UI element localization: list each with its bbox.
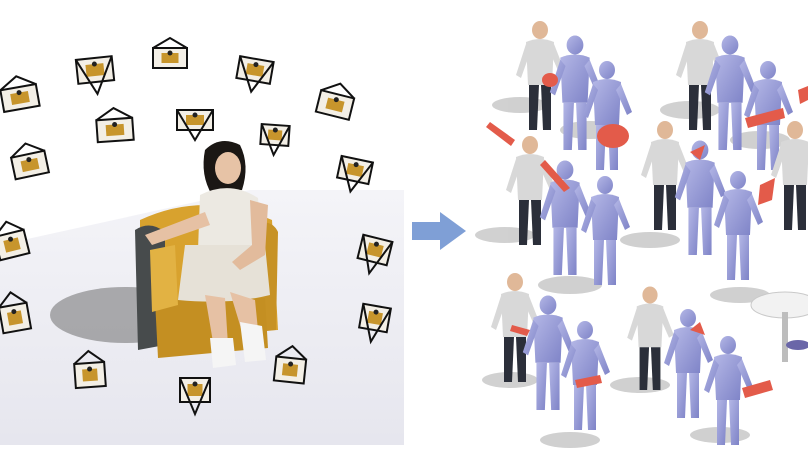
body-mesh — [664, 309, 713, 418]
transition-arrow — [412, 212, 466, 250]
round-table — [750, 291, 808, 362]
camera-frustum-icon — [259, 122, 291, 158]
camera-frustum-icon — [95, 106, 135, 144]
camera-frustum-icon — [357, 302, 393, 345]
body-mesh — [704, 35, 757, 150]
camera-frustum-icon — [73, 349, 107, 390]
interaction-objects — [486, 73, 808, 398]
human-figures — [491, 21, 808, 445]
camera-frustum-icon — [0, 291, 33, 335]
camera-frustum-icon — [335, 154, 375, 194]
camera-frustum-icon — [235, 55, 275, 94]
body-mesh — [549, 35, 602, 150]
body-mesh — [714, 171, 763, 280]
body-mesh — [539, 160, 592, 275]
body-mesh — [674, 140, 727, 255]
camera-frustum-icon — [152, 36, 188, 69]
camera-frustum-icon — [74, 55, 116, 97]
camera-frustum-icon — [179, 377, 211, 417]
body-mesh — [704, 336, 753, 445]
camera-frustum-icon — [272, 344, 308, 385]
body-mesh — [561, 321, 610, 430]
camera-frustum-icon — [0, 75, 41, 114]
person-photo — [491, 273, 540, 382]
person-photo — [676, 21, 725, 130]
person-photo — [506, 136, 555, 245]
reconstruction-results — [475, 21, 808, 448]
camera-frustum-icon — [9, 142, 51, 181]
person-photo — [641, 121, 690, 230]
person-photo — [771, 121, 808, 230]
camera-frustum-icon — [0, 220, 31, 262]
body-mesh — [581, 176, 630, 285]
camera-frustum-icon — [356, 233, 394, 276]
body-mesh — [522, 295, 575, 410]
capture-scene — [0, 36, 404, 445]
person-photo — [516, 21, 565, 130]
person-photo — [627, 286, 674, 390]
seated-person — [145, 141, 270, 368]
camera-frustum-icon — [314, 82, 356, 121]
camera-frustum-icon — [176, 109, 214, 142]
body-mesh — [583, 61, 632, 170]
camera-frustums — [0, 36, 394, 417]
